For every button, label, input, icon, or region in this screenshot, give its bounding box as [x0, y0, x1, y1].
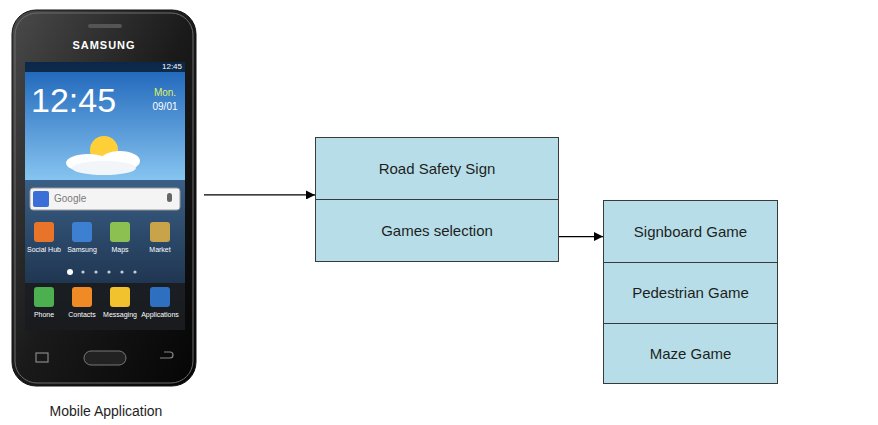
process-box: Games selection [315, 199, 559, 262]
node-text: Maze Game [650, 345, 732, 363]
process-box: Road Safety Sign [315, 137, 559, 200]
app-icon [150, 287, 170, 307]
app-icon [34, 287, 54, 307]
screen-label: Maps [80, 246, 160, 253]
status-bar [25, 62, 185, 72]
mic-icon [167, 193, 172, 202]
search-icon [33, 191, 49, 207]
app-icon [72, 222, 92, 242]
node-text: Signboard Game [634, 223, 747, 241]
phone-detail [160, 352, 173, 358]
screen-label: 09/01 [125, 102, 205, 112]
app-icon [150, 222, 170, 242]
screen-label: Samsung [42, 246, 122, 253]
screen-label: 12:45 [132, 63, 212, 71]
node-text: Games selection [381, 222, 493, 240]
app-icon [110, 222, 130, 242]
screen-sky [25, 62, 185, 180]
phone-detail [120, 270, 123, 273]
node-text: Mobile Application [50, 403, 163, 422]
phone-detail [67, 269, 73, 275]
app-icon [72, 287, 92, 307]
screen-label: Applications [120, 311, 200, 318]
screen-wallpaper [25, 180, 185, 330]
screen-label: 12:45 [31, 83, 116, 117]
screen-label: Market [120, 246, 200, 253]
screen-label: SAMSUNG [64, 40, 144, 51]
app-icon [34, 222, 54, 242]
screen-label: Google [54, 194, 86, 204]
app-icon [110, 287, 130, 307]
node-text: Pedestrian Game [632, 284, 749, 302]
phone-detail [133, 270, 136, 273]
process-box: Pedestrian Game [603, 262, 778, 324]
weather-cloud [72, 161, 136, 175]
phone-detail [81, 270, 84, 273]
screen-label: Mon. [125, 88, 205, 98]
phone-speaker [88, 24, 122, 28]
phone-detail [36, 353, 48, 362]
phone-detail [94, 270, 97, 273]
dock-bar [25, 283, 185, 330]
search-bar [30, 188, 180, 210]
process-box: Maze Game [603, 323, 778, 384]
soft-keys [36, 352, 173, 362]
home-button [84, 351, 126, 365]
process-box: Signboard Game [603, 200, 778, 263]
arrow-connector [204, 194, 315, 195]
node-text: Road Safety Sign [379, 160, 496, 178]
page-dots [67, 269, 137, 275]
arrow-connector [559, 236, 603, 237]
phone-detail [107, 270, 110, 273]
